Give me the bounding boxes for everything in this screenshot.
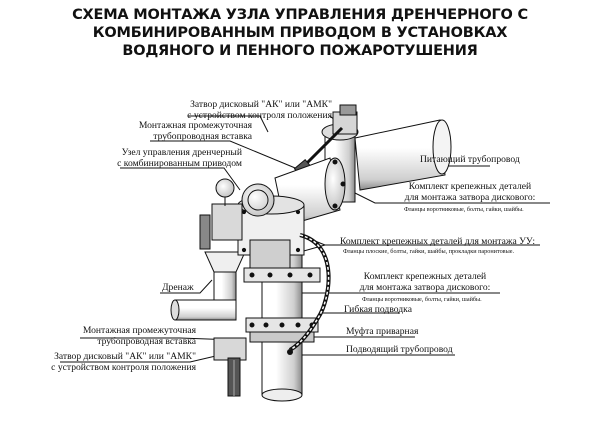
label-kit-valve-top-detail: Фланцы воротниковые, болты, гайки, шайбы…: [404, 206, 524, 213]
label-kit-valve-bottom: Комплект крепежных деталей для монтажа з…: [359, 271, 491, 293]
label-kit-valve-bottom-detail: Фланцы воротниковые, болты, гайки, шайбы…: [362, 296, 482, 303]
label-weld-sleeve: Муфта приварная: [346, 326, 419, 337]
label-insert-bottom: Монтажная промежуточная трубопроводная в…: [82, 325, 196, 347]
lower-disc-valve-shape: [213, 337, 247, 397]
drain-shape: [170, 251, 246, 321]
control-unit-shape: [199, 178, 305, 269]
main-riser-shape: [243, 254, 321, 402]
title-line-2: КОМБИНИРОВАННЫМ ПРИВОДОМ В УСТАНОВКАХ: [92, 25, 508, 41]
label-kit-uu: Комплект крепежных деталей для монтажа У…: [340, 236, 536, 247]
label-insert-top: Монтажная промежуточная трубопроводная в…: [138, 120, 252, 142]
title-line-3: ВОДЯНОГО И ПЕННОГО ПОЖАРОТУШЕНИЯ: [122, 43, 478, 59]
title-line-1: СХЕМА МОНТАЖА УЗЛА УПРАВЛЕНИЯ ДРЕНЧЕРНОГ…: [72, 7, 528, 23]
label-supply-pipe: Питающий трубопровод: [420, 154, 520, 165]
label-kit-valve-top: Комплект крепежных деталей для монтажа з…: [404, 181, 536, 203]
label-valve-bottom: Затвор дисковый "АК" или "АМК" с устройс…: [51, 351, 196, 373]
label-valve-top: Затвор дисковый "АК" или "АМК" с устройс…: [187, 99, 332, 121]
label-control-unit: Узел управления дренчерный с комбинирова…: [117, 147, 242, 169]
label-drain: Дренаж: [162, 282, 194, 293]
label-kit-uu-detail: Фланцы плоские, болты, гайки, шайбы, про…: [343, 248, 515, 255]
label-inlet-pipe: Подводящий трубопровод: [346, 344, 453, 355]
weld-sleeve-shape: [287, 349, 293, 355]
label-flexible-hose: Гибкая подводка: [344, 304, 412, 315]
supply-pipe-shape: [354, 119, 452, 191]
